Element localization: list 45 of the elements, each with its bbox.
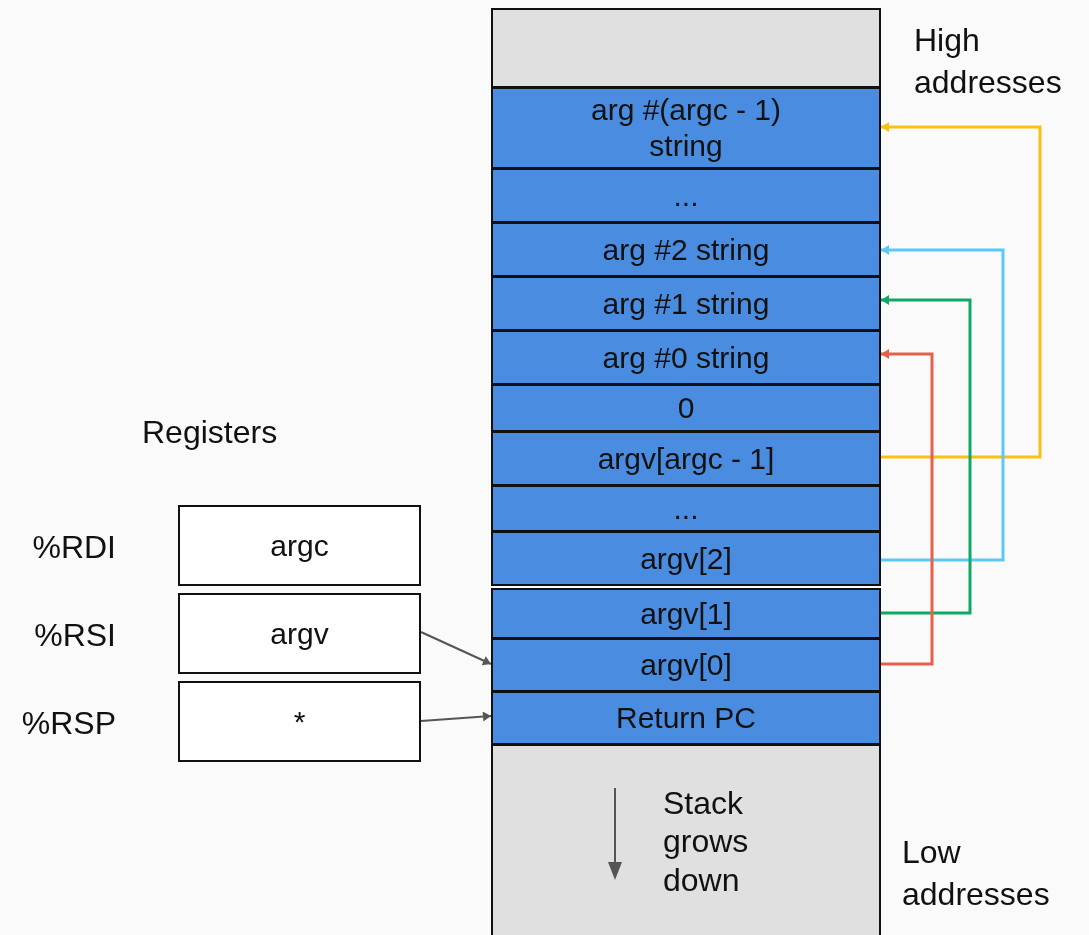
- arrow: [420, 631, 492, 666]
- slot-label: *: [293, 703, 306, 740]
- arrow: [881, 245, 1005, 562]
- stack-slot: [491, 431, 881, 486]
- section-heading: Registers: [142, 413, 278, 452]
- address-label: Low addresses: [902, 833, 1051, 914]
- register-name: %RSP: [21, 704, 116, 743]
- slot-label: arg #0 string: [602, 339, 770, 376]
- arrow: [881, 349, 934, 666]
- stack-slot: [491, 276, 881, 331]
- stack-slot: [491, 531, 881, 586]
- note-text: Stack grows down: [663, 783, 750, 900]
- empty-slot: [491, 8, 881, 88]
- register-name: %RDI: [32, 528, 116, 567]
- stack-slot: [491, 638, 881, 692]
- stack-slot: [491, 588, 881, 639]
- slot-label: arg #2 string: [602, 231, 770, 268]
- stack-slot: [491, 691, 881, 745]
- memory-slot: [491, 744, 881, 935]
- register-name: %RSI: [34, 616, 116, 655]
- arrow: [881, 122, 1042, 459]
- stack-slot: [491, 87, 881, 169]
- slot-label: argc: [270, 527, 329, 564]
- slot-label: 0: [677, 390, 695, 426]
- slot-label: Return PC: [615, 700, 757, 736]
- register-box: [178, 593, 421, 674]
- slot-label: argv[argc - 1]: [597, 440, 775, 477]
- stack-slot: [491, 485, 881, 532]
- slot-label: ...: [673, 177, 699, 214]
- stack-slot: [491, 222, 881, 277]
- slot-label: argv[2]: [640, 540, 732, 577]
- slot-label: argv[0]: [640, 647, 732, 683]
- slot-label: arg #(argc - 1) string: [589, 92, 783, 164]
- slot-label: arg #1 string: [602, 285, 770, 322]
- register-box: [178, 681, 421, 762]
- slot-label: argv[1]: [640, 595, 732, 632]
- stack-slot: [491, 330, 881, 385]
- register-box: [178, 505, 421, 586]
- arrow: [881, 295, 972, 615]
- address-label: High addresses: [914, 21, 1063, 102]
- stack-slot: [491, 384, 881, 432]
- stack-slot: [491, 168, 881, 223]
- slot-label: ...: [673, 490, 699, 527]
- slot-label: argv: [270, 615, 329, 652]
- arrow: [420, 711, 492, 722]
